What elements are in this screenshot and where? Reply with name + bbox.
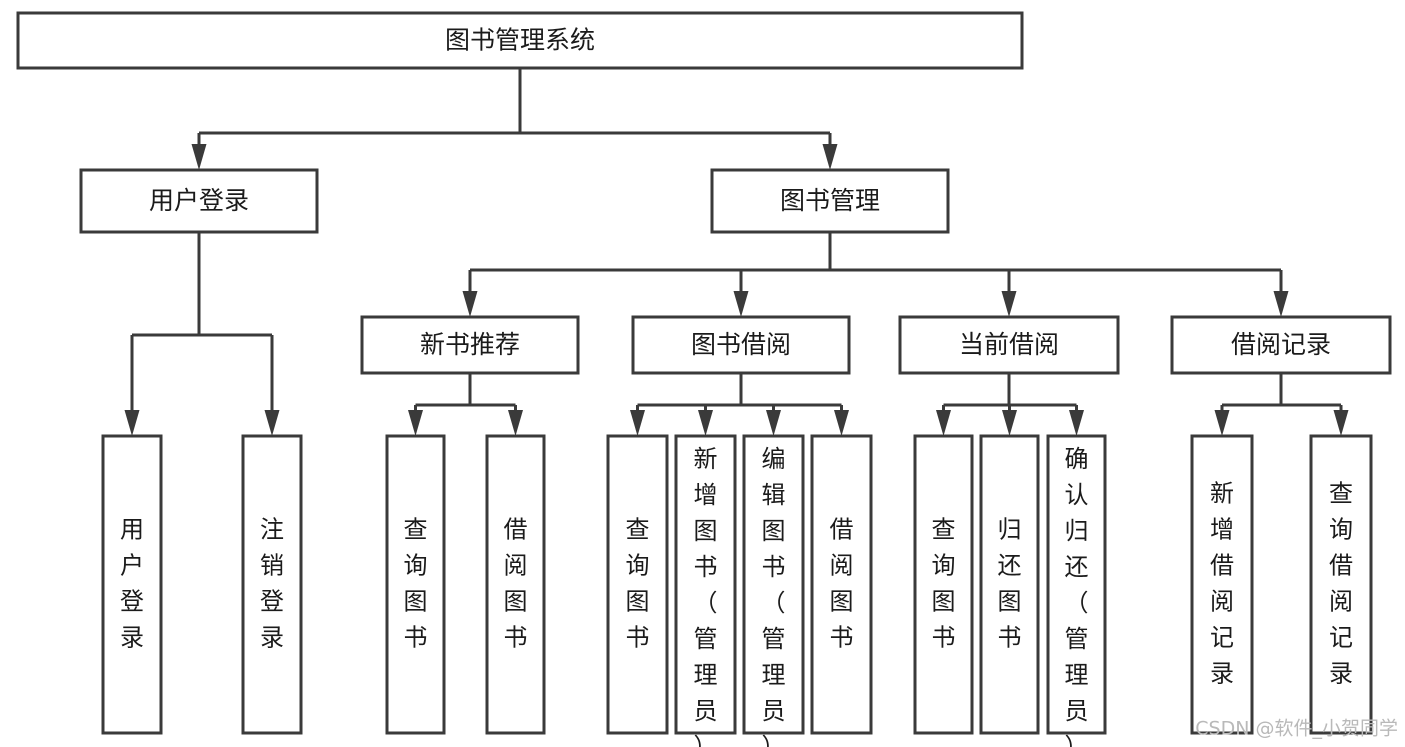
node-label: 查询图书	[404, 516, 428, 652]
connector-group	[630, 373, 849, 436]
arrow-head-icon	[698, 410, 713, 436]
node-box[interactable]	[913, 434, 974, 735]
connector-layer	[124, 68, 1349, 436]
arrow-head-icon	[124, 410, 140, 436]
node-box[interactable]	[1046, 434, 1107, 735]
node-book-borrow[interactable]: 图书借阅	[631, 315, 851, 375]
node-leaf-logout[interactable]: 注销登录	[241, 434, 303, 735]
node-book-manage[interactable]: 图书管理	[710, 168, 950, 234]
node-box[interactable]	[606, 434, 669, 735]
node-box[interactable]	[1190, 434, 1254, 735]
node-label: 当前借阅	[959, 330, 1059, 359]
node-box[interactable]	[898, 315, 1120, 375]
node-label: 借阅记录	[1231, 330, 1331, 359]
connector-group	[936, 373, 1084, 436]
node-leaf-borrow-query[interactable]: 查询图书	[606, 434, 669, 735]
node-label: 查询图书	[626, 516, 650, 652]
node-leaf-cur-return[interactable]: 归还图书	[979, 434, 1040, 735]
node-leaf-rec-query[interactable]: 查询图书	[385, 434, 446, 735]
arrow-head-icon	[1214, 410, 1230, 436]
node-box[interactable]	[360, 315, 580, 375]
watermark-label: CSDN @软件_小贺同学	[1195, 718, 1398, 740]
arrow-head-icon	[630, 410, 645, 436]
node-box[interactable]	[101, 434, 163, 735]
node-box[interactable]	[979, 434, 1040, 735]
node-label: 注销登录	[260, 516, 284, 652]
node-box[interactable]	[79, 168, 319, 234]
node-label: 借阅图书	[830, 516, 854, 652]
node-leaf-rec-add[interactable]: 新增借阅记录	[1190, 434, 1254, 735]
arrow-head-icon	[1002, 410, 1017, 436]
arrow-head-icon	[1001, 291, 1017, 317]
node-label: 新增借阅记录	[1210, 480, 1234, 688]
node-leaf-borrow-edit[interactable]: 编辑图书（管理员）	[742, 434, 805, 747]
node-label: 编辑图书（管理员）	[762, 445, 786, 747]
connector-group	[1214, 373, 1349, 436]
node-label: 归还图书	[998, 516, 1022, 652]
node-box[interactable]	[385, 434, 446, 735]
node-label: 图书借阅	[691, 330, 791, 359]
node-leaf-borrow-do[interactable]: 借阅图书	[810, 434, 873, 735]
arrow-head-icon	[191, 144, 207, 170]
arrow-head-icon	[1069, 410, 1084, 436]
node-leaf-user-login[interactable]: 用户登录	[101, 434, 163, 735]
arrow-head-icon	[408, 410, 423, 436]
node-box[interactable]	[1309, 434, 1373, 735]
arrow-head-icon	[766, 410, 781, 436]
node-leaf-rec-search[interactable]: 查询借阅记录	[1309, 434, 1373, 735]
node-leaf-rec-borrow[interactable]: 借阅图书	[485, 434, 546, 735]
node-layer: 图书管理系统用户登录图书管理新书推荐图书借阅当前借阅借阅记录用户登录注销登录查询…	[16, 11, 1392, 747]
arrow-head-icon	[462, 291, 478, 317]
node-label: 新书推荐	[420, 330, 520, 359]
node-box[interactable]	[710, 168, 950, 234]
connector-group	[124, 232, 280, 436]
node-leaf-cur-confirm[interactable]: 确认归还（管理员）	[1046, 434, 1107, 747]
arrow-head-icon	[1333, 410, 1349, 436]
connector-group	[191, 68, 838, 170]
node-borrow-record[interactable]: 借阅记录	[1170, 315, 1392, 375]
node-box[interactable]	[16, 11, 1024, 70]
connector-group	[408, 373, 523, 436]
node-label: 用户登录	[149, 186, 249, 215]
node-box[interactable]	[485, 434, 546, 735]
arrow-head-icon	[1273, 291, 1289, 317]
node-label: 查询借阅记录	[1329, 480, 1353, 688]
node-label: 新增图书（管理员）	[694, 445, 718, 747]
node-label: 确认归还（管理员）	[1065, 445, 1089, 747]
node-label: 图书管理系统	[445, 26, 595, 55]
node-leaf-cur-query[interactable]: 查询图书	[913, 434, 974, 735]
node-label: 图书管理	[780, 186, 880, 215]
arrow-head-icon	[508, 410, 523, 436]
arrow-head-icon	[936, 410, 951, 436]
node-box[interactable]	[674, 434, 737, 735]
node-root[interactable]: 图书管理系统	[16, 11, 1024, 70]
node-leaf-borrow-add[interactable]: 新增图书（管理员）	[674, 434, 737, 747]
node-box[interactable]	[810, 434, 873, 735]
node-box[interactable]	[241, 434, 303, 735]
node-current-borrow[interactable]: 当前借阅	[898, 315, 1120, 375]
node-box[interactable]	[1170, 315, 1392, 375]
arrow-head-icon	[733, 291, 749, 317]
node-label: 借阅图书	[504, 516, 528, 652]
node-box[interactable]	[742, 434, 805, 735]
node-label: 查询图书	[932, 516, 956, 652]
node-user-login[interactable]: 用户登录	[79, 168, 319, 234]
arrow-head-icon	[264, 410, 280, 436]
connector-group	[462, 232, 1289, 317]
arrow-head-icon	[834, 410, 849, 436]
node-new-book-rec[interactable]: 新书推荐	[360, 315, 580, 375]
node-label: 用户登录	[120, 516, 144, 652]
arrow-head-icon	[822, 144, 838, 170]
node-box[interactable]	[631, 315, 851, 375]
